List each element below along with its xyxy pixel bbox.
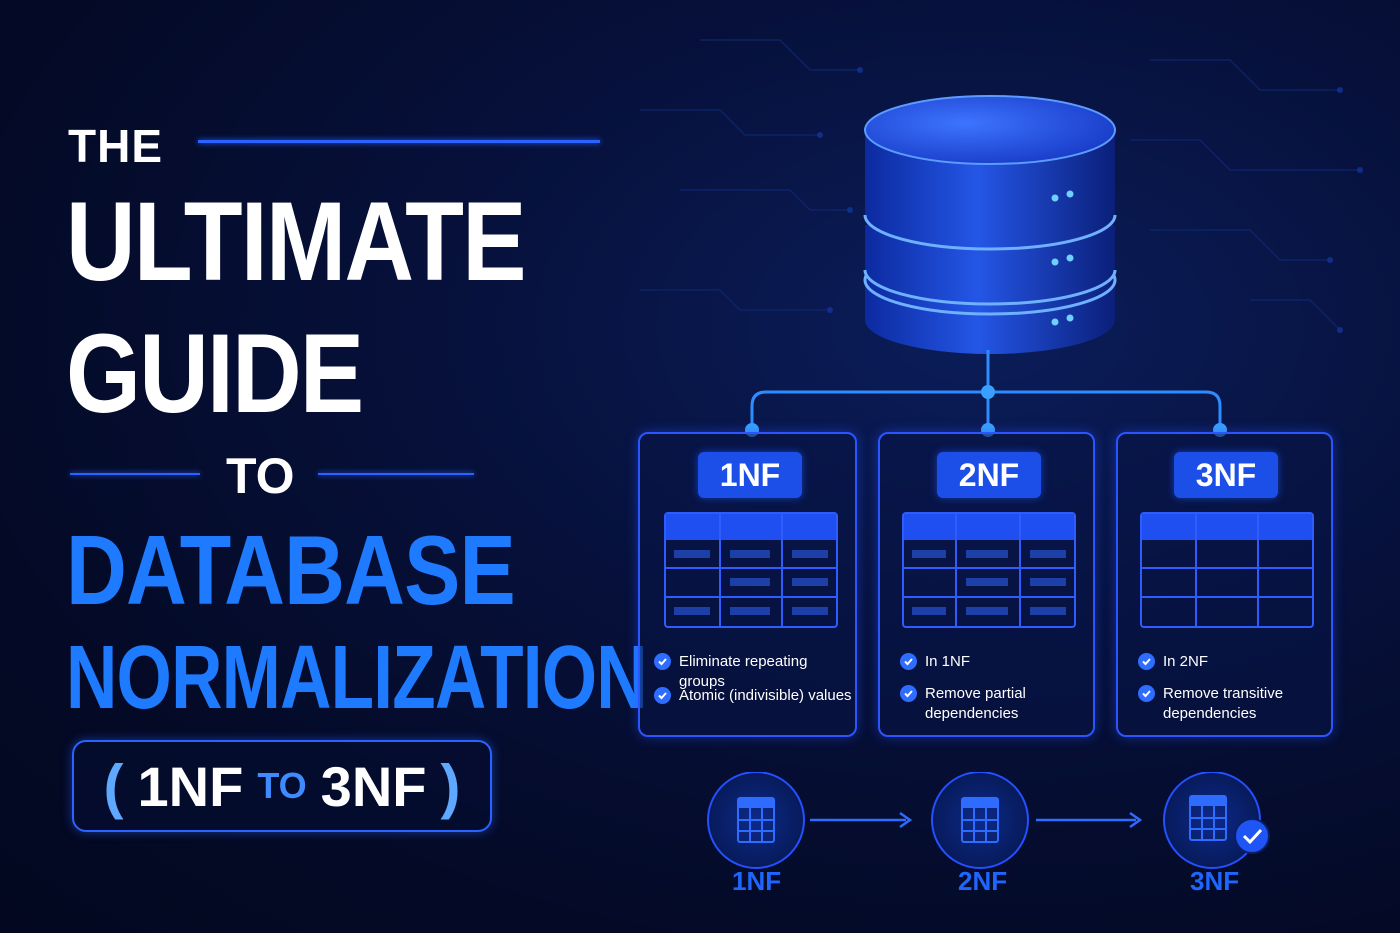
range-end: 3NF [320,754,427,818]
range-pill: ( 1NF TO 3NF ) [72,740,492,832]
table-icon [1140,512,1314,628]
range-start: 1NF [137,754,244,818]
check-icon [1138,653,1155,670]
title-rule-right [318,473,474,475]
flow-node-3nf [1163,772,1270,869]
card-3nf-item-1: In 2NF [1138,652,1208,672]
table-icon [902,512,1076,628]
title-to: TO [226,448,295,504]
check-icon [654,687,671,704]
arrow-right-icon [1036,811,1143,829]
card-2nf-item-1: In 1NF [900,652,970,672]
card-3nf-item-2: Remove transitive dependencies [1138,684,1298,724]
flow-label-1nf: 1NF [732,866,782,896]
range-close: ) [440,752,461,820]
card-2nf-item-2: Remove partial dependencies [900,684,1050,724]
title-rule-top [198,140,600,143]
title-database: DATABASE [66,515,516,625]
check-icon [900,653,917,670]
card-1nf-item-2: Atomic (indivisible) values [654,686,852,706]
card-1nf-item-1: Eliminate repeating groups [654,652,855,692]
flow-label-3nf: 3NF [1190,866,1240,896]
flow-diagram [707,772,1270,869]
card-2nf-badge: 2NF [937,452,1041,498]
connector-lines [745,350,1227,437]
database-icon [863,95,1117,354]
title-normalization: NORMALIZATION [66,628,648,728]
card-1nf-badge: 1NF [698,452,802,498]
title-rule-left [70,473,200,475]
flow-label-2nf: 2NF [958,866,1008,896]
card-1nf: 1NF Eliminate repeating groups Atomic (i… [638,432,857,737]
range-to: TO [257,765,307,806]
title-guide: GUIDE [66,311,364,436]
card-3nf: 3NF In 2NF Remove transitive dependencie… [1116,432,1333,737]
flow-node-1nf [707,772,805,869]
title-the: THE [68,120,163,172]
check-icon [1138,685,1155,702]
table-icon [664,512,838,628]
range-open: ( [103,752,124,820]
card-2nf: 2NF In 1NF Remove partial dependencies [878,432,1095,737]
card-3nf-badge: 3NF [1174,452,1278,498]
title-ultimate: ULTIMATE [66,179,527,304]
flow-node-2nf [931,772,1029,869]
check-icon [900,685,917,702]
check-icon [654,653,671,670]
arrow-right-icon [810,811,913,829]
